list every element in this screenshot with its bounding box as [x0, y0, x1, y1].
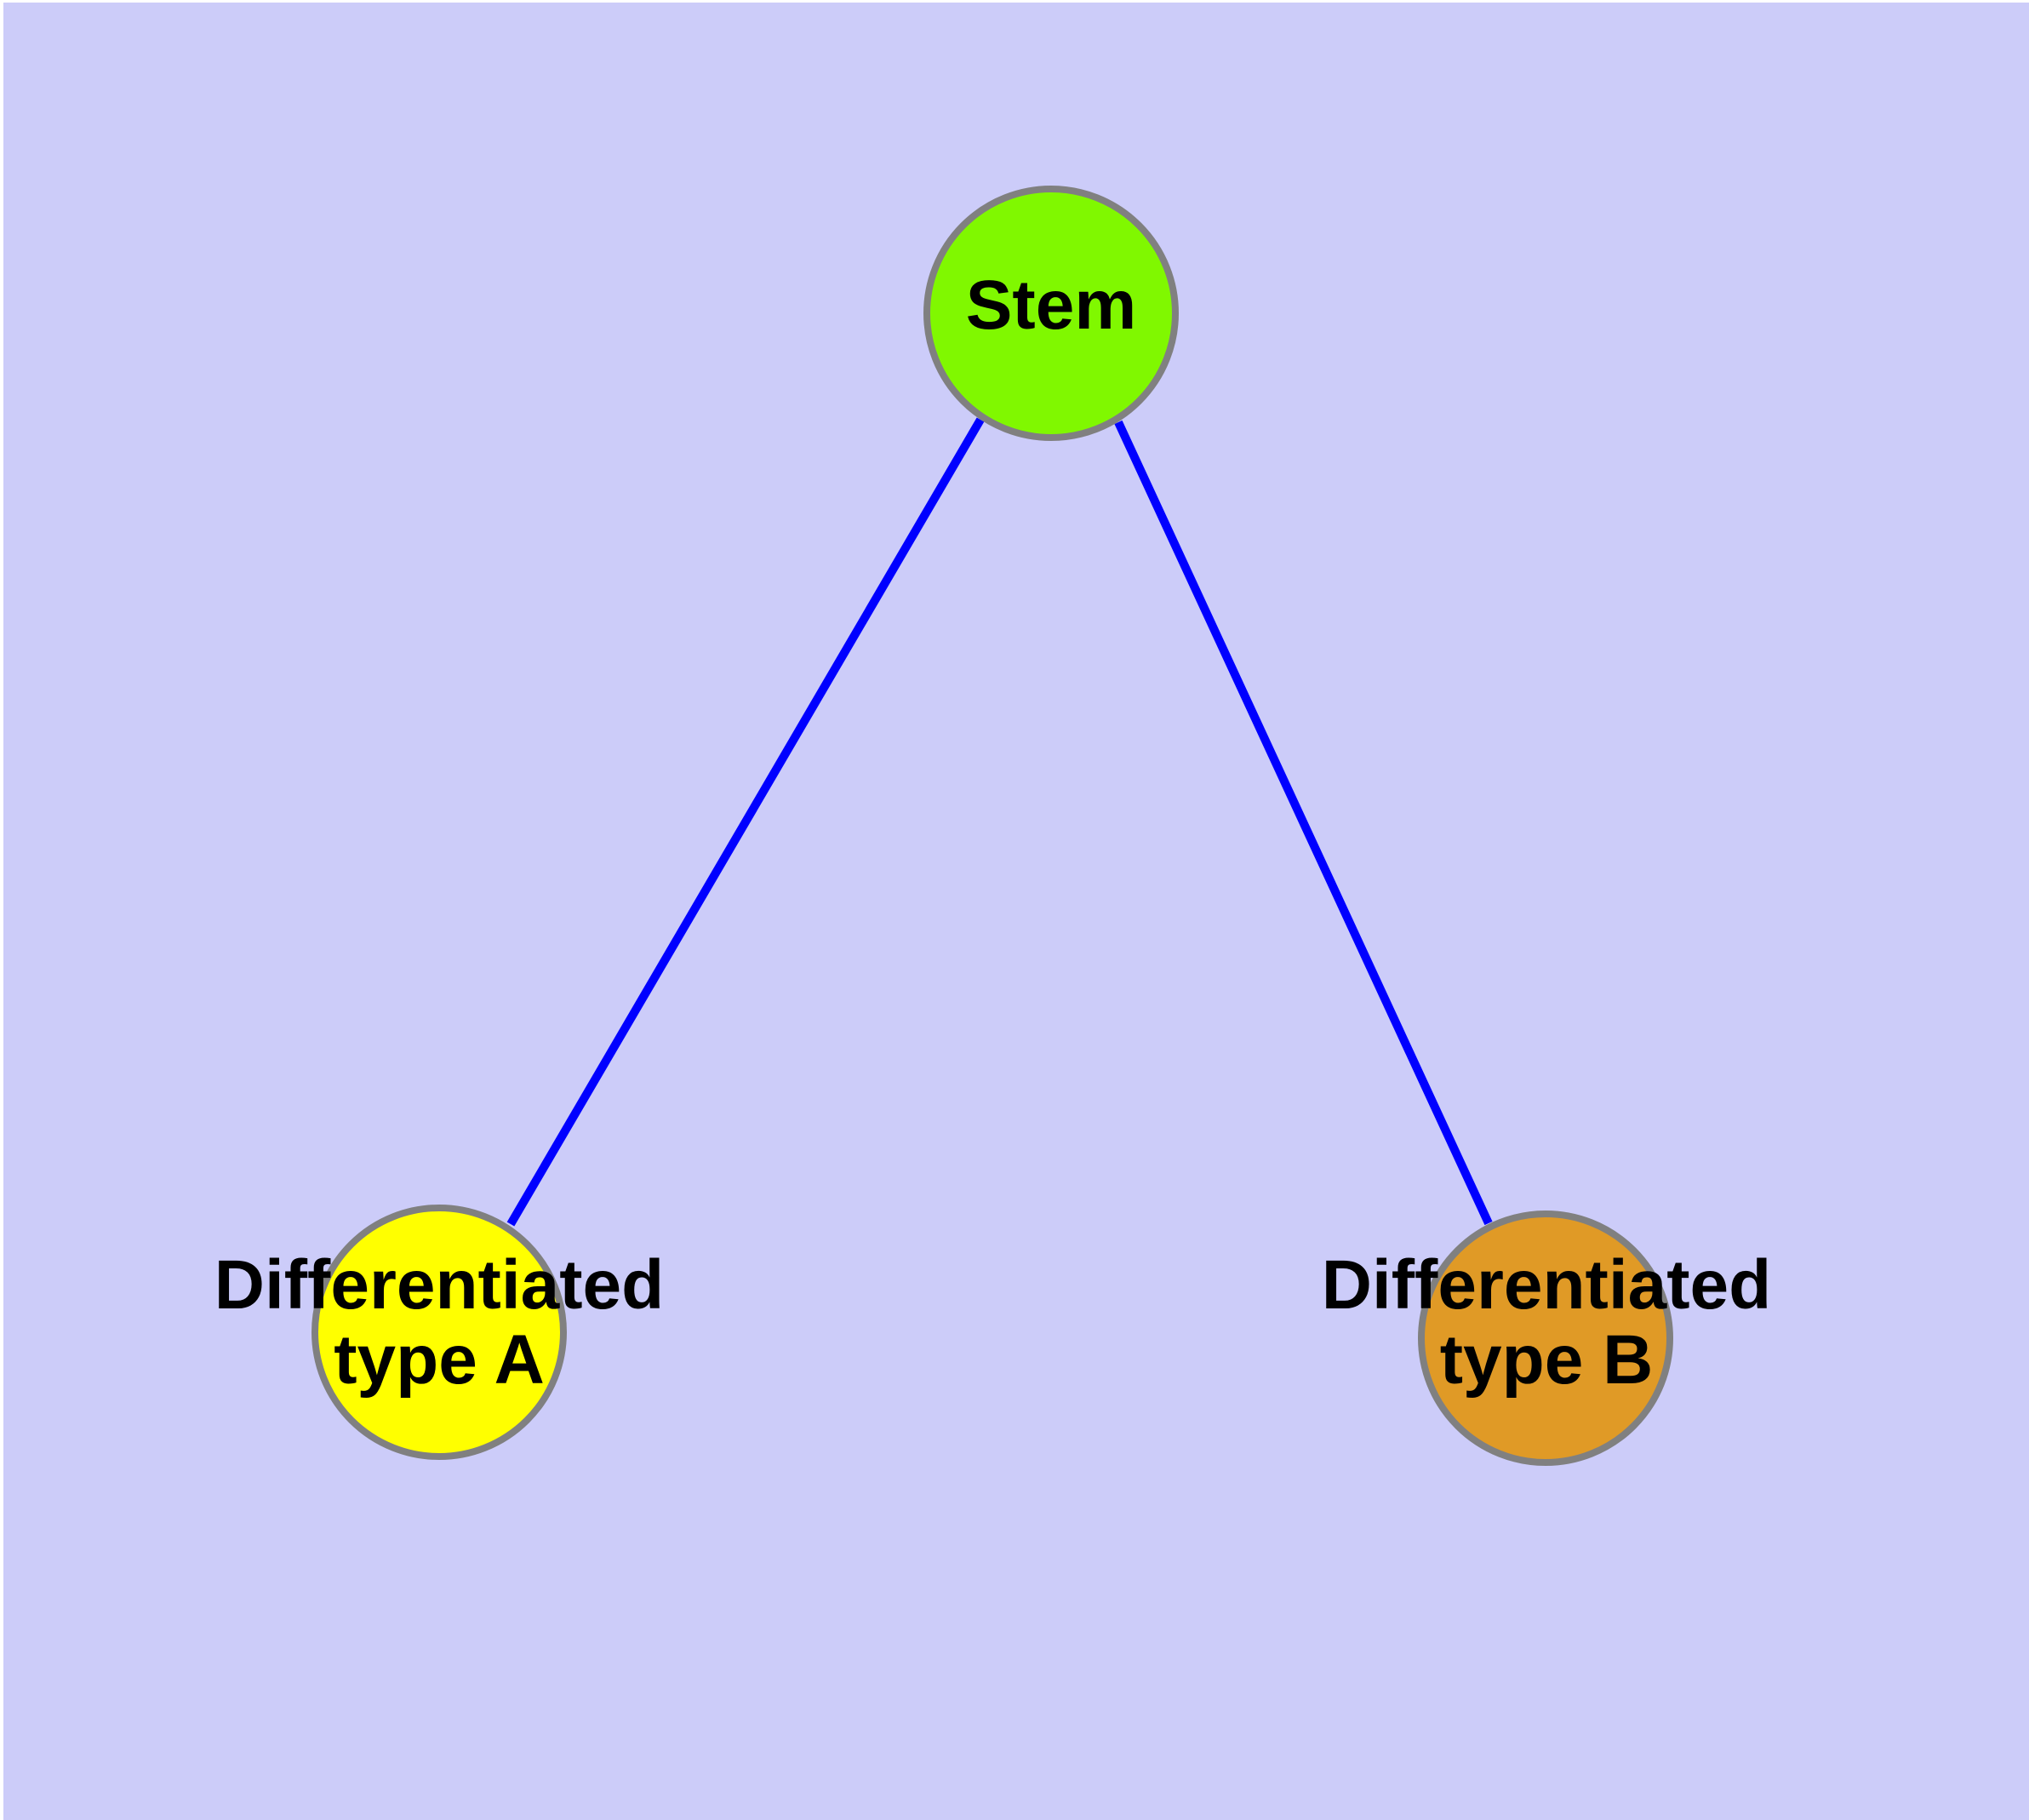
node-differentiated-type-a[interactable] [311, 1205, 567, 1460]
edge-stem-to-type-b [1114, 420, 1493, 1226]
edge-stem-to-type-a [506, 417, 985, 1227]
node-stem[interactable] [923, 186, 1179, 441]
node-differentiated-type-b[interactable] [1418, 1210, 1673, 1466]
